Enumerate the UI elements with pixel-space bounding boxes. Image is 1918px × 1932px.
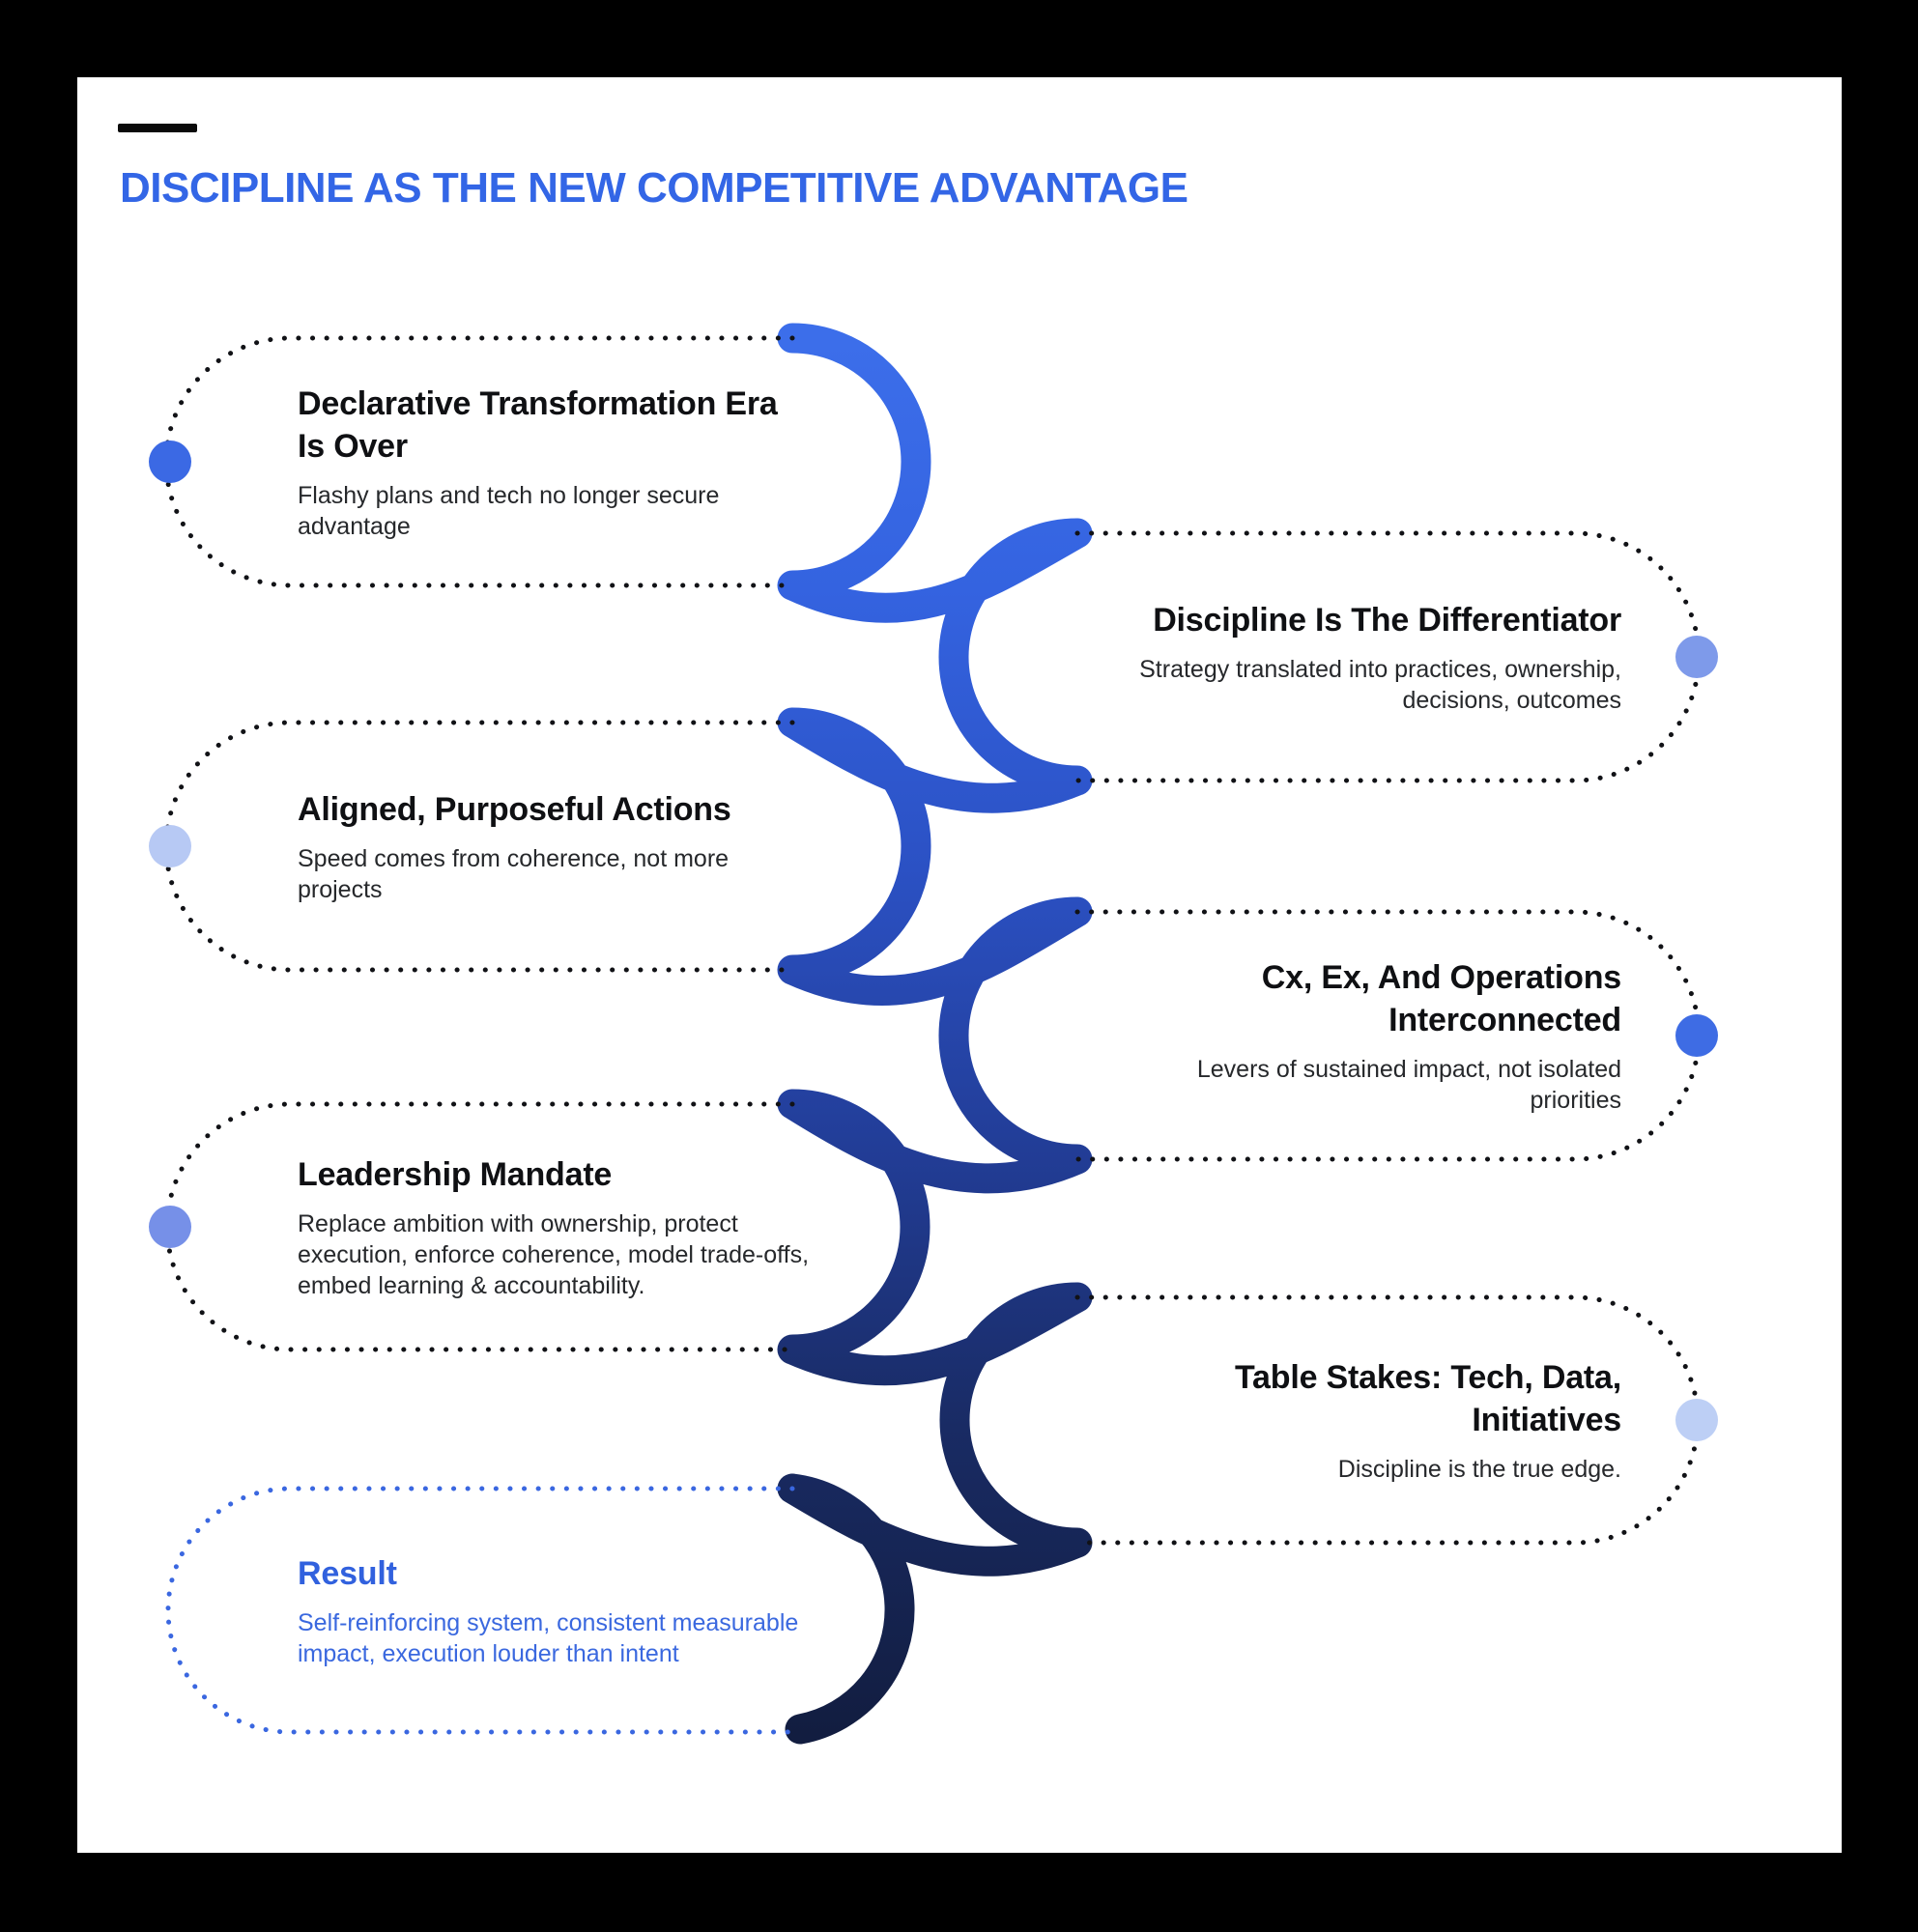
marker-dot-discipline-differentiator [1675,636,1718,678]
pill-aligned-actions: Aligned, Purposeful Actions Speed comes … [298,723,819,970]
title-dash [118,124,197,132]
pill-title: Aligned, Purposeful Actions [298,790,731,828]
marker-dot-table-stakes [1675,1399,1718,1441]
serpentine-ribbon [777,323,1093,1745]
marker-dot-aligned-actions [149,825,191,867]
pill-title: Table Stakes: Tech, Data, Initiatives [1235,1358,1621,1438]
pill-body: Levers of sustained impact, not isolated… [1196,1055,1621,1114]
pill-title: Declarative Transformation Era Is Over [298,384,778,465]
marker-dot-declarative-era [149,440,191,483]
pill-table-stakes: Table Stakes: Tech, Data, Initiatives Di… [1119,1297,1621,1543]
pill-title: Cx, Ex, And Operations Interconnected [1261,958,1621,1038]
pill-cx-ex-operations: Cx, Ex, And Operations Interconnected Le… [1119,912,1621,1159]
pill-body: Flashy plans and tech no longer secure a… [298,481,720,540]
pill-discipline-differentiator: Discipline Is The Differentiator Strateg… [1119,533,1621,781]
pill-body: Replace ambition with ownership, protect… [298,1209,810,1299]
pill-body: Strategy translated into practices, owne… [1139,655,1621,714]
pill-body: Speed comes from coherence, not more pro… [298,844,730,903]
pill-body: Discipline is the true edge. [1337,1455,1621,1483]
marker-dot-cx-ex-operations [1675,1014,1718,1057]
page-title: DISCIPLINE AS THE NEW COMPETITIVE ADVANT… [120,164,1188,212]
pill-title: Result [298,1554,397,1592]
pill-result: Result Self-reinforcing system, consiste… [298,1489,819,1732]
pill-body: Self-reinforcing system, consistent meas… [298,1608,799,1667]
pill-border-result [165,1486,795,1735]
pill-title: Leadership Mandate [298,1155,613,1193]
pill-title: Discipline Is The Differentiator [1153,601,1621,639]
pill-declarative-era: Declarative Transformation Era Is Over F… [298,338,819,585]
marker-dot-leadership-mandate [149,1206,191,1248]
pill-leadership-mandate: Leadership Mandate Replace ambition with… [298,1104,819,1350]
